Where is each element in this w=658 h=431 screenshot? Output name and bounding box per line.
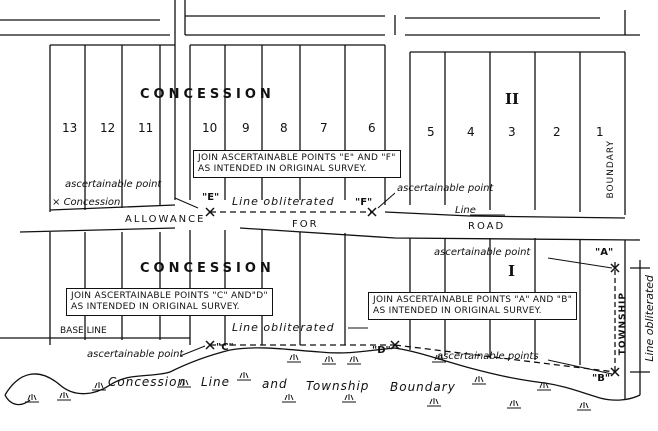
bottom-word: Township [306,379,370,393]
lot-number: 6 [368,121,376,135]
concession-lower-label: CONCESSION [140,261,275,276]
bottom-word: Boundary [390,380,456,394]
point-E-marker [205,207,215,217]
road-allowance-word: ALLOWANCE [125,214,206,225]
note-ab-line1: JOIN ASCERTAINABLE POINTS "A" AND "B" [373,295,573,305]
point-B-marker [610,367,620,377]
point-B-label: "B" [592,373,611,384]
note-cd-line1: JOIN ASCERTAINABLE POINTS "C" AND"D" [71,291,268,301]
bottom-word: and [262,377,288,391]
note-cd: JOIN ASCERTAINABLE POINTS "C" AND"D" AS … [66,288,273,316]
concession-small-label: × Concession [52,197,121,208]
asc-point-c: ascertainable point [87,349,184,360]
lot-number: 5 [427,125,435,139]
point-C-marker [205,340,215,350]
point-E-label: "E" [202,192,220,203]
note-cd-line2: AS INTENDED IN ORIGINAL SURVEY. [71,302,240,312]
lot-number: 1 [596,125,604,139]
note-ef: JOIN ASCERTAINABLE POINTS "E" AND "F" AS… [193,150,401,178]
river-line [4,347,641,401]
lot-number: 8 [280,121,288,135]
point-F-label: "F" [355,197,373,208]
line-obliterated-cd: Line obliterated [232,321,335,334]
marsh-symbols [25,354,591,411]
note-ef-line1: JOIN ASCERTAINABLE POINTS "E" AND "F" [198,153,396,163]
line-db-dashed [394,344,616,373]
road-allowance-word: FOR [292,219,319,230]
upper-concession-line [49,204,626,219]
lot-number: 4 [467,125,475,139]
concession-lower-roman: I [508,262,516,280]
asc-point-a: ascertainable point [434,247,531,258]
line-obliterated-vertical: Line obliterated [643,275,656,362]
asc-point-f: ascertainable point [397,183,494,194]
lot-number: 12 [100,121,116,135]
bottom-word: Line [201,375,231,389]
point-D-label: "D" [372,345,391,356]
note-ef-line2: AS INTENDED IN ORIGINAL SURVEY. [198,164,367,174]
lot-number: 2 [553,125,561,139]
boundary-label: BOUNDARY [606,140,616,199]
point-D-marker [390,340,400,350]
lot-number: 11 [138,121,154,135]
road-south-edge [19,227,641,241]
concession-upper-label: CONCESSION [140,87,275,102]
base-line-label: BASE LINE [60,326,107,336]
point-C-label: "C" [216,342,234,353]
line-obliterated-ef: Line obliterated [232,195,335,208]
lot-number: 7 [320,121,328,135]
asc-point-upper-left: ascertainable point [65,179,162,190]
township-label: TOWNSHIP [618,292,628,356]
bottom-word: Concession [108,375,187,389]
note-ab-line2: AS INTENDED IN ORIGINAL SURVEY. [373,306,542,316]
lot-number: 13 [62,121,78,135]
point-A-label: "A" [595,247,614,258]
lot-number: 9 [242,121,250,135]
note-ab: JOIN ASCERTAINABLE POINTS "A" AND "B" AS… [368,292,578,320]
lot-number: 10 [202,121,218,135]
concession-upper-roman: II [505,90,520,108]
line-road-label: Line [455,205,476,216]
road-allowance-word: ROAD [468,221,506,232]
point-A-marker [610,263,620,273]
concession-small-text: Concession [63,197,121,208]
point-F-marker [367,207,377,217]
lot-number: 3 [508,125,516,139]
asc-points-bd: ascertainable points [437,351,539,362]
